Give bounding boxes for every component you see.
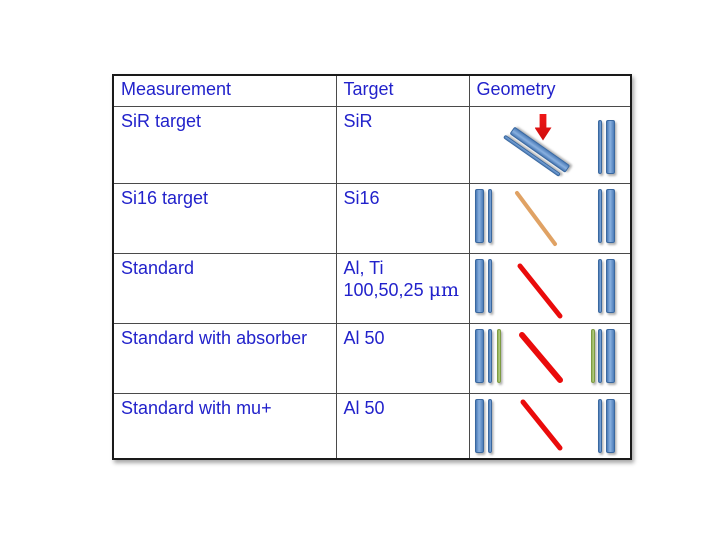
blue-bar-thick-icon [474,258,484,313]
red-diagonal-line-icon [518,331,563,383]
blue-bar-thick-icon [605,328,615,383]
blue-bar-thick-icon [605,258,615,313]
geometry-diagram [470,254,630,322]
target-cell: Si16 [335,182,470,254]
col-header-measurement: Measurement [112,74,337,107]
blue-bar-thick-icon [474,398,484,453]
blue-bar-thick-icon [474,188,484,243]
blue-bar-thick-icon [605,119,615,174]
geometry-cell [468,322,632,394]
blue-bar-thin-icon [487,258,492,313]
geometry-cell [468,392,632,459]
target-cell: SiR [335,105,470,184]
geometry-diagram [470,324,630,392]
table-row: Standard with mu+ Al 50 [112,392,632,459]
target-line2: 100,50,25 μm [343,278,459,301]
red-down-arrow-icon [534,113,552,141]
blue-bar-thin-icon [597,398,602,453]
geometry-cell [468,182,632,254]
blue-bar-thick-icon [605,188,615,243]
blue-bar-thin-icon [597,119,602,174]
blue-bar-thin-icon [597,258,602,313]
geometry-cell [468,252,632,324]
table-row: Si16 target Si16 [112,182,632,254]
micron-unit: μm [428,278,459,301]
geometry-diagram [470,107,630,182]
geometry-diagram [470,394,630,458]
target-cell: Al 50 [335,392,470,459]
table-row: Standard with absorber Al 50 [112,322,632,394]
measurement-cell: SiR target [112,105,337,184]
blue-bar-thick-icon [474,328,484,383]
measurements-table: Measurement Target Geometry SiR target S… [112,74,632,460]
red-diagonal-line-icon [517,263,562,318]
col-header-geometry: Geometry [468,74,632,107]
blue-bar-thin-icon [487,328,492,383]
tan-diagonal-line-icon [514,190,557,246]
target-line1: Al, Ti [343,257,384,278]
tilted-target-foil [502,123,570,177]
target-cell: Al 50 [335,322,470,394]
header-row: Measurement Target Geometry [112,74,632,107]
table-row: Standard Al, Ti 100,50,25 μm [112,252,632,324]
geometry-diagram [470,184,630,252]
blue-bar-thin-icon [597,188,602,243]
measurement-cell: Standard with mu+ [112,392,337,459]
measurement-cell: Standard [112,252,337,324]
blue-bar-thin-icon [487,398,492,453]
target-cell: Al, Ti 100,50,25 μm [335,252,470,324]
measurement-cell: Standard with absorber [112,322,337,394]
green-absorber-bar-icon [590,328,595,383]
blue-bar-thin-icon [597,328,602,383]
blue-bar-thin-icon [487,188,492,243]
col-header-target: Target [335,74,470,107]
green-absorber-bar-icon [496,328,501,383]
blue-bar-thick-icon [605,398,615,453]
table-row: SiR target SiR [112,105,632,184]
geometry-cell [468,105,632,184]
red-diagonal-line-icon [520,399,562,450]
measurement-cell: Si16 target [112,182,337,254]
